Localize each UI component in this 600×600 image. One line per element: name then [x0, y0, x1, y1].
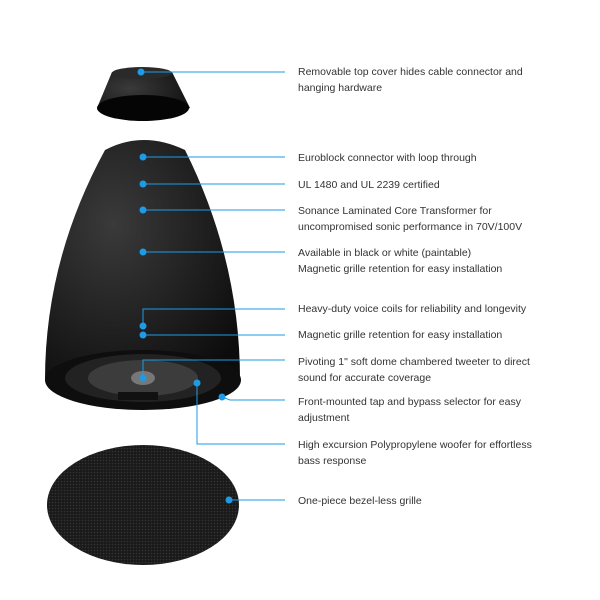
- callout-label: UL 1480 and UL 2239 certified: [298, 179, 440, 191]
- callout-dot: [139, 180, 147, 188]
- callout-label: Magnetic grille retention for easy insta…: [298, 329, 503, 341]
- callout-dot: [139, 331, 147, 339]
- grille: [47, 445, 239, 565]
- callout-label: Front-mounted tap and bypass selector fo…: [298, 396, 521, 424]
- leader-line: [196, 383, 285, 445]
- callout-dot: [139, 374, 147, 382]
- callout-dot: [193, 379, 201, 387]
- callout-label: Removable top cover hides cable connecto…: [298, 66, 523, 94]
- callout-dot: [139, 206, 147, 214]
- callout-label: Heavy-duty voice coils for reliability a…: [298, 303, 527, 315]
- callout-dot: [137, 68, 145, 76]
- callout-label: High excursion Polypropylene woofer for …: [298, 439, 532, 467]
- callout-dot: [139, 248, 147, 256]
- callout-label: One-piece bezel-less grille: [298, 495, 422, 507]
- callout-dot: [139, 153, 147, 161]
- callout-label: Sonance Laminated Core Transformer for u…: [298, 205, 523, 233]
- callout-dot: [218, 393, 226, 401]
- callout-label: Pivoting 1" soft dome chambered tweeter …: [298, 356, 530, 384]
- top-cover: [97, 67, 190, 121]
- callout-dot: [139, 322, 147, 330]
- callout-label: Available in black or white (paintable) …: [298, 247, 503, 275]
- callout-dot: [225, 496, 233, 504]
- callout-label: Euroblock connector with loop through: [298, 152, 477, 164]
- leader-line: [142, 359, 285, 378]
- leader-line: [142, 308, 285, 326]
- leader-line: [221, 396, 285, 401]
